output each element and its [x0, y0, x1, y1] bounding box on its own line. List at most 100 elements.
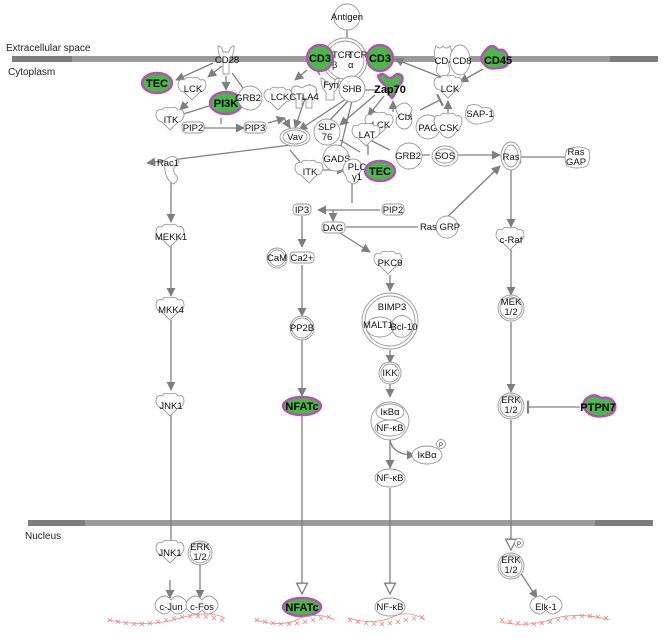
node-tec-mid[interactable]: TEC [363, 159, 397, 183]
dna-mark [270, 620, 276, 626]
svg-text:PIP3: PIP3 [245, 123, 266, 134]
svg-text:PAG: PAG [418, 123, 437, 134]
dna-mark [499, 617, 505, 623]
node-cam[interactable]: CaM [266, 247, 288, 269]
node-csk[interactable]: CSK [433, 112, 463, 139]
node-pip2-top[interactable]: PIP2 [181, 121, 205, 134]
node-cd28[interactable]: CD28 [215, 45, 239, 75]
node-nfkb-nucleus[interactable]: NF-κB [374, 597, 406, 617]
node-shb[interactable]: SHB [338, 75, 366, 103]
node-ikba-nfkb-complex[interactable]: IκBα NF-κB [370, 401, 410, 441]
node-cd3-right[interactable]: CD3 [365, 43, 395, 73]
node-tec-top[interactable]: TEC [140, 71, 174, 95]
node-cbl[interactable]: Cbl [395, 102, 413, 130]
node-sap1[interactable]: SAP-1 [465, 103, 495, 125]
node-cd8[interactable]: CD8 [449, 44, 472, 76]
dna-mark [310, 617, 316, 623]
node-ca2[interactable]: Ca2+ [289, 251, 315, 264]
node-craf[interactable]: c-Raf [495, 226, 525, 251]
node-pp2b[interactable]: PP2B [289, 315, 315, 341]
dna-mark [379, 621, 385, 627]
node-vav[interactable]: Vav [279, 127, 311, 147]
node-cjun[interactable]: c-Jun [154, 595, 188, 615]
node-sos[interactable]: SOS [431, 145, 459, 167]
node-cfos[interactable]: c-Fos [185, 595, 219, 615]
svg-text:BIMP3: BIMP3 [378, 302, 407, 313]
node-cd3-left[interactable]: CD3 [305, 43, 335, 73]
svg-text:PIP2: PIP2 [383, 205, 404, 216]
node-pip3[interactable]: PIP3 [243, 121, 267, 134]
svg-text:c-Fos: c-Fos [190, 602, 214, 613]
dna-mark [211, 615, 217, 621]
node-nfkb[interactable]: NF-κB [374, 468, 406, 488]
node-ikk[interactable]: IKK [378, 361, 402, 385]
dna-mark [203, 614, 209, 620]
node-cd4[interactable]: CD4 [433, 45, 454, 77]
node-nfatc-nucleus[interactable]: NFATc [281, 596, 323, 618]
dna-mark [131, 621, 137, 627]
dna-mark [107, 617, 113, 623]
node-mekk1[interactable]: MEKK1 [155, 223, 187, 248]
svg-text:Antigen: Antigen [331, 12, 363, 23]
node-ras[interactable]: Ras [500, 141, 522, 171]
node-ptpn7[interactable]: PTPN7 [580, 394, 617, 418]
node-mkk4[interactable]: MKK4 [155, 296, 185, 321]
node-lck-1[interactable]: LCK [177, 76, 207, 101]
svg-text:MEKK1: MEKK1 [155, 232, 187, 243]
node-lck-2[interactable]: LCK [263, 86, 293, 111]
dna-mark [326, 614, 332, 620]
dna-mark [563, 616, 569, 621]
svg-text:PKCθ: PKCθ [378, 258, 403, 269]
svg-text:JNK1: JNK1 [158, 548, 181, 559]
node-rasgrp[interactable]: Ras GRP [420, 215, 460, 239]
node-itk-top[interactable]: ITK [155, 106, 185, 131]
node-elk1[interactable]: Elk-1 [529, 595, 563, 615]
node-grb2-top[interactable]: GRB2 [235, 85, 263, 111]
dna-mark [411, 616, 417, 621]
node-jnk1-nucleus[interactable]: JNK1 [155, 539, 185, 564]
svg-text:CD8: CD8 [452, 56, 471, 67]
svg-text:Ca2+: Ca2+ [291, 253, 314, 264]
node-gads[interactable]: GADS [322, 144, 350, 172]
node-jnk1[interactable]: JNK1 [155, 392, 185, 417]
node-grb2-mid[interactable]: GRB2 [395, 142, 423, 170]
node-lck-4[interactable]: LCK [433, 74, 463, 99]
node-zap70[interactable]: Zap70 [374, 72, 406, 100]
node-rac1[interactable]: Rac1 [157, 156, 180, 185]
dna-mark [371, 621, 377, 627]
dna-mark [115, 619, 121, 625]
svg-text:SOS: SOS [435, 151, 455, 162]
node-pip2-mid[interactable]: PIP2 [381, 203, 405, 216]
dna-mark [294, 620, 300, 626]
svg-text:NFATc: NFATc [285, 401, 318, 413]
node-pi3k[interactable]: PI3K [208, 90, 244, 116]
node-cd45[interactable]: CD45 [480, 44, 512, 70]
node-itk-mid[interactable]: ITK [294, 159, 324, 184]
node-ikba-phospho[interactable]: IκBα P [411, 439, 446, 465]
node-ctla4[interactable]: CTLA4 [289, 84, 319, 109]
node-pkctheta[interactable]: PKCθ [373, 250, 403, 275]
node-ip3[interactable]: IP3 [292, 203, 312, 216]
phospho-icon: P [439, 443, 443, 449]
svg-text:CD3: CD3 [369, 53, 391, 65]
region-label-nucleus: Nucleus [25, 531, 61, 542]
svg-text:GRB2: GRB2 [235, 93, 261, 104]
node-bimp3-complex[interactable]: BIMP3 MALT1 Bcl-10 [361, 292, 419, 350]
node-fyn[interactable]: Fyn [320, 77, 340, 101]
node-lat[interactable]: LAT [351, 122, 381, 147]
node-dag[interactable]: DAG [321, 221, 346, 234]
node-antigen[interactable]: Antigen [331, 3, 363, 31]
svg-text:CaM: CaM [267, 253, 287, 264]
node-nfatc[interactable]: NFATc [281, 395, 323, 417]
